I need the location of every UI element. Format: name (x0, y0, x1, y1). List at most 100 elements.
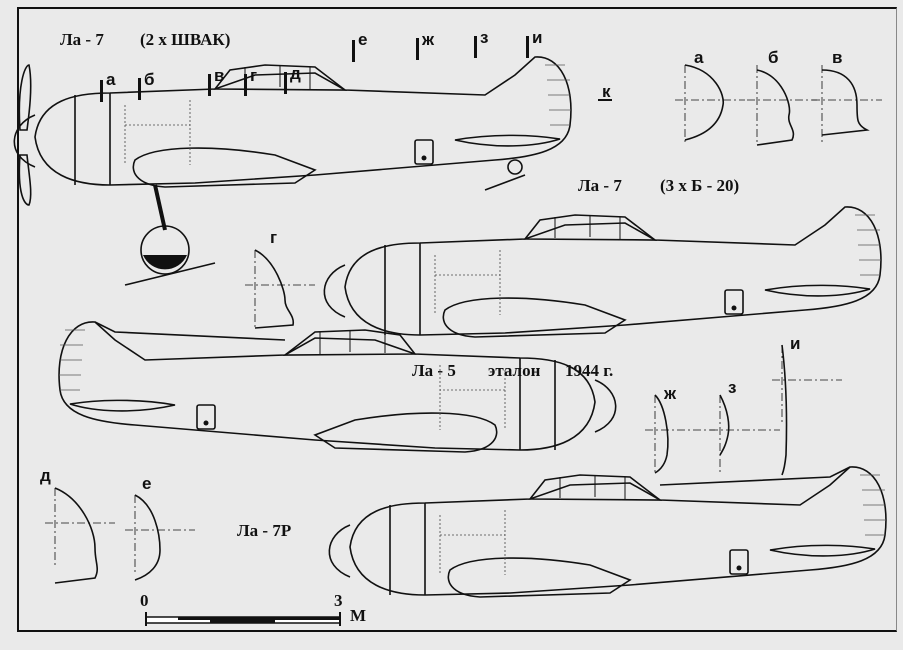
profile-outline (781, 344, 788, 476)
section-mark-z: з (480, 28, 489, 47)
aircraft-la5 (58, 321, 617, 453)
rudder-ribs (59, 329, 85, 391)
rudder-ribs (860, 474, 886, 536)
wing (313, 412, 498, 453)
section-mark-k: к (602, 82, 611, 101)
panel-lines (434, 250, 501, 315)
title-la7-shvak: Ла - 7 (60, 30, 104, 49)
section-tick (244, 74, 247, 96)
section-mark-b: б (144, 70, 155, 89)
hatch-handle (421, 155, 427, 161)
tailplane (769, 544, 876, 557)
profile-outline (134, 494, 161, 581)
aircraft-la7r (328, 466, 887, 598)
profile-e (125, 494, 195, 581)
centerline (245, 250, 315, 330)
section-mark-i: и (532, 28, 543, 47)
profile-a (675, 64, 745, 145)
centerline (645, 395, 715, 475)
hatch (414, 139, 434, 165)
rudder-ribs (545, 64, 571, 126)
profile-outline (719, 394, 730, 456)
centerline (812, 65, 882, 145)
profile-label-zh: ж (664, 384, 677, 403)
cowling-line (389, 503, 426, 595)
fuselage (34, 56, 572, 186)
aircraft-la7-shvak (13, 56, 572, 286)
canopy-frame (319, 330, 386, 354)
spinner (13, 114, 36, 168)
title-la5: Ла - 5 (412, 361, 456, 380)
centerline (125, 495, 195, 575)
canopy-frame (559, 475, 626, 499)
cowling-line (519, 358, 556, 450)
profile-d (45, 487, 115, 584)
canopy (213, 64, 348, 91)
scale-end-ticks (145, 612, 341, 626)
centerline (675, 65, 745, 145)
tailplane (69, 399, 176, 412)
canopy-frame (554, 215, 621, 239)
wing (442, 297, 627, 338)
antenna-wire (659, 466, 851, 486)
title-la7r: Ла - 7Р (237, 521, 292, 540)
centerline (45, 488, 115, 568)
section-tick (138, 78, 141, 100)
section-tick (526, 36, 529, 58)
profile-label-b: б (768, 48, 779, 67)
profile-outline (821, 69, 870, 136)
aircraft-la7-b20 (323, 206, 882, 338)
fuselage (344, 206, 882, 336)
hatch-handle (731, 305, 737, 311)
wing (447, 557, 632, 598)
ground-line (484, 174, 526, 191)
fuselage (349, 466, 887, 596)
profile-zh (645, 394, 715, 475)
spinner (328, 524, 351, 578)
antenna-wire (94, 321, 286, 341)
scale-segment (275, 617, 340, 620)
profile-label-a: а (694, 48, 704, 67)
title-la7-b20: Ла - 7 (578, 176, 622, 195)
section-tick (100, 80, 103, 102)
section-mark-d: д (290, 64, 301, 83)
tailplane (454, 134, 561, 147)
profile-outline (756, 69, 795, 146)
profile-outline (54, 487, 98, 584)
canopy (282, 329, 417, 356)
landing-gear-strut (153, 184, 167, 231)
profile-b (747, 65, 817, 146)
profile-label-e: е (142, 474, 152, 493)
profile-v (812, 65, 882, 145)
profile-outline (254, 249, 295, 329)
panel-lines (439, 365, 506, 430)
armament-la7-shvak: (2 х ШВАК) (140, 30, 231, 49)
section-mark-g: г (250, 66, 258, 85)
section-mark-a: а (106, 70, 116, 89)
section-tick (284, 72, 287, 94)
landing-gear-wheel (140, 225, 190, 275)
drawing-frame (17, 7, 897, 632)
hatch (196, 404, 216, 430)
rudder-ribs (855, 214, 881, 276)
propeller-blade (18, 154, 32, 206)
scale-end: 3 (334, 591, 343, 610)
ground-line (124, 262, 216, 286)
profile-label-g: г (270, 228, 278, 247)
section-mark-zh: ж (422, 30, 435, 49)
profile-label-i: и (790, 334, 801, 353)
tyre-shade (143, 255, 187, 270)
la5-note: эталон (488, 361, 541, 380)
section-mark-v: в (214, 66, 225, 85)
section-tick (474, 36, 477, 58)
hatch (729, 549, 749, 575)
profile-z (710, 394, 780, 475)
centerline (747, 65, 817, 145)
profile-g (245, 249, 315, 330)
profile-label-z: з (728, 378, 737, 397)
panel-lines (439, 510, 506, 575)
scale-unit: М (350, 606, 367, 625)
wing (132, 147, 317, 188)
centerline (772, 345, 842, 425)
